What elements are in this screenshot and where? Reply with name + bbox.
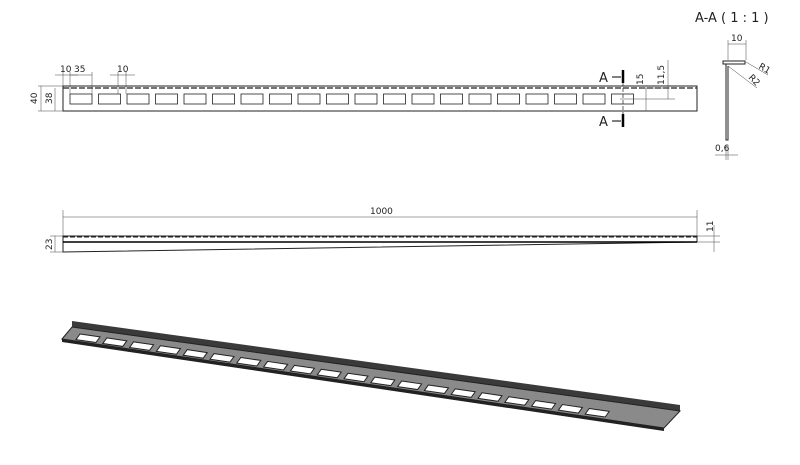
iso-slot <box>557 404 584 414</box>
slot <box>497 93 520 105</box>
dim-flange-width: 10 <box>731 34 743 44</box>
iso-slot <box>396 380 423 391</box>
iso-edge <box>62 339 664 431</box>
dim-slot-gap: 10 <box>117 65 129 75</box>
iso-slot <box>182 349 209 359</box>
iso-slot <box>128 341 155 351</box>
slot <box>126 93 150 105</box>
slot <box>69 93 93 105</box>
slot <box>554 93 577 105</box>
iso-slot <box>235 356 262 367</box>
section-marker-top: A <box>599 71 608 86</box>
dim-radius-inner: R2 <box>746 73 762 89</box>
dim-flange: 11 <box>706 221 716 232</box>
section-marker-bottom: A <box>599 115 608 130</box>
top-view: 10 35 10 40 38 15 11,5 A A <box>30 60 698 130</box>
dim-inner-height: 38 <box>45 92 55 104</box>
dim-radius-outer: R1 <box>757 62 772 77</box>
iso-slot <box>343 372 369 383</box>
slot <box>183 93 207 105</box>
slot <box>411 93 435 105</box>
dim-total-height: 40 <box>30 92 40 104</box>
dim-thickness: 0,6 <box>715 144 730 154</box>
slot <box>354 93 378 105</box>
section-view: A-A ( 1 : 1 ) 10 R1 R2 0,6 <box>695 11 772 160</box>
slot <box>269 93 292 105</box>
iso-flange <box>72 321 680 411</box>
slot <box>326 93 349 105</box>
slots <box>69 93 634 105</box>
slot <box>440 93 463 105</box>
slot <box>383 93 406 105</box>
slot <box>212 93 235 105</box>
iso-slot <box>450 388 477 398</box>
side-view: 1000 23 11 <box>45 207 720 253</box>
dim-height: 23 <box>45 239 55 250</box>
iso-slot <box>584 407 611 418</box>
dim-length: 1000 <box>370 207 393 217</box>
iso-slot <box>369 376 396 387</box>
iso-slot <box>209 353 235 363</box>
iso-slot <box>289 364 316 375</box>
iso-slot <box>155 345 182 355</box>
iso-slot <box>530 400 557 410</box>
dim-slot-center: 15 <box>636 74 646 85</box>
dim-flange-offset: 11,5 <box>657 65 667 85</box>
iso-slot <box>503 396 530 406</box>
slot <box>98 93 121 105</box>
iso-slot <box>477 392 503 402</box>
iso-slot <box>101 337 128 347</box>
dim-edge-offset: 10 <box>60 65 72 75</box>
iso-slots <box>75 333 611 418</box>
iso-slot <box>75 333 101 344</box>
iso-slot <box>262 360 289 371</box>
section-title: A-A ( 1 : 1 ) <box>695 11 769 26</box>
plate-outline <box>62 85 698 112</box>
slot <box>468 93 492 105</box>
slot <box>525 93 549 105</box>
dim-slot-length: 35 <box>74 65 85 75</box>
slot <box>240 93 264 105</box>
slot <box>297 93 321 105</box>
iso-slot <box>423 384 450 394</box>
slot <box>582 93 606 105</box>
iso-slot <box>316 368 343 379</box>
isometric-view <box>61 321 682 431</box>
slot <box>155 93 178 105</box>
